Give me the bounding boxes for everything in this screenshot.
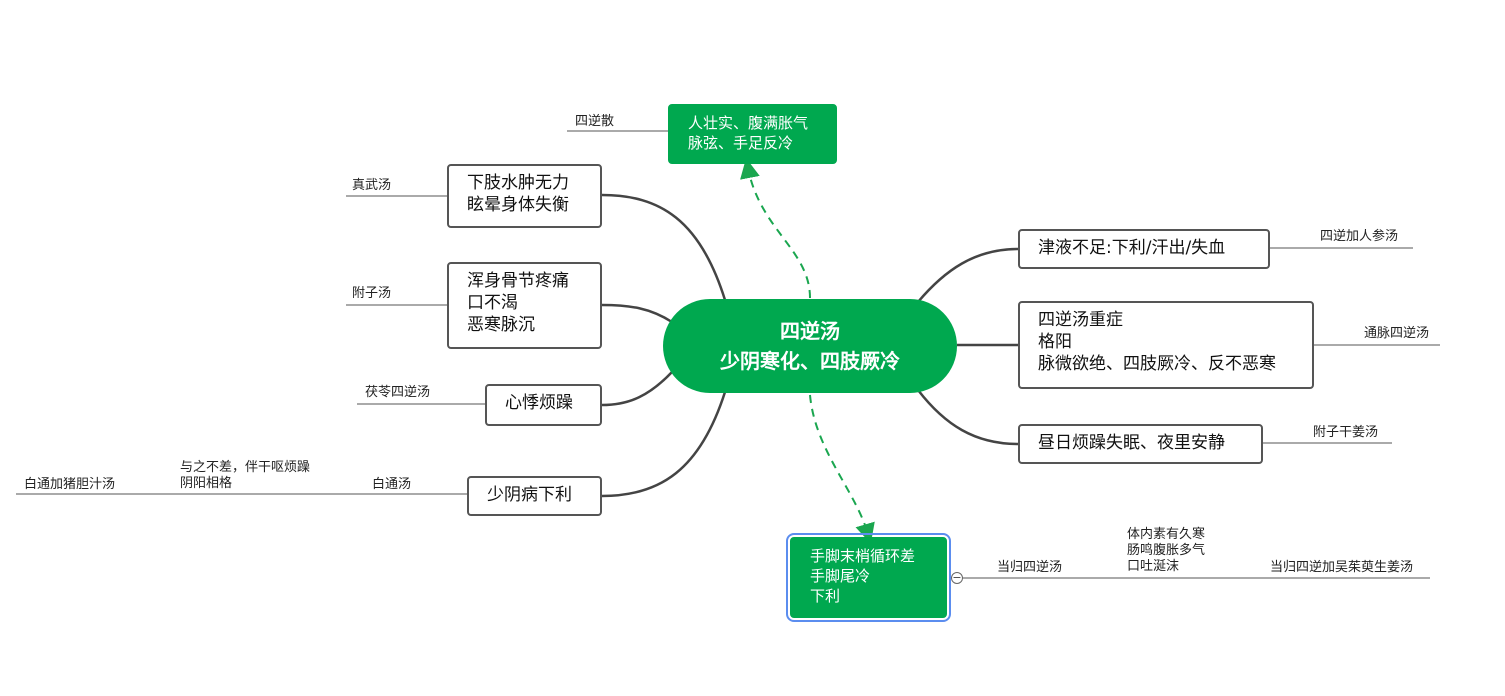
- relation-arrow-down: [809, 394, 875, 544]
- topic-left-1[interactable]: 下肢水肿无力 眩晕身体失衡: [447, 164, 602, 228]
- topic-left-2[interactable]: 浑身骨节疼痛 口不渴 恶寒脉沉: [447, 262, 602, 349]
- branch-line-left-3: [601, 371, 673, 407]
- topic-line: 手脚末梢循环差: [810, 547, 916, 565]
- label-zhenwu-tang[interactable]: 真武汤: [352, 178, 392, 193]
- label-danggui-sini-jia-wuzhuyu-shengjiang-tang[interactable]: 当归四逆加吴茱萸生姜汤: [1270, 560, 1414, 575]
- collapse-toggle-icon[interactable]: −: [951, 571, 963, 584]
- topic-line: 口不渴: [467, 293, 518, 313]
- topic-line: 浑身骨节疼痛: [467, 271, 569, 291]
- label-fuzi-ganjiang-tang[interactable]: 附子干姜汤: [1313, 425, 1379, 440]
- central-topic[interactable]: 四逆汤 少阴寒化、四肢厥冷: [663, 299, 957, 393]
- related-topic-bottom[interactable]: 手脚末梢循环差 手脚尾冷 下利: [786, 533, 951, 622]
- branch-line-right-3: [917, 389, 1019, 446]
- label-sini-san[interactable]: 四逆散: [575, 114, 615, 129]
- topic-right-1[interactable]: 津液不足:下利/汗出/失血: [1018, 229, 1270, 269]
- topic-line: 昼日烦躁失眠、夜里安静: [1038, 433, 1225, 453]
- topic-line: 脉弦、手足反冷: [688, 134, 794, 152]
- label-danggui-condition[interactable]: 体内素有久寒 肠鸣腹胀多气 口吐涎沫: [1127, 527, 1206, 574]
- label-baitong-condition[interactable]: 与之不差，伴干呕烦躁 阴阳相格: [180, 460, 311, 491]
- topic-line: 下利: [810, 587, 841, 605]
- topic-line: 眩晕身体失衡: [467, 195, 569, 215]
- topic-line: 四逆汤重症: [1038, 310, 1123, 330]
- topic-left-4[interactable]: 少阴病下利: [467, 476, 602, 516]
- central-topic-line-1: 四逆汤: [780, 319, 840, 343]
- topic-line: 恶寒脉沉: [467, 315, 535, 335]
- label-danggui-sini-tang[interactable]: 当归四逆汤: [997, 560, 1063, 575]
- topic-line: 少阴病下利: [487, 485, 572, 505]
- topic-line: 手脚尾冷: [810, 567, 871, 585]
- topic-right-2[interactable]: 四逆汤重症 格阳 脉微欲绝、四肢厥冷、反不恶寒: [1018, 301, 1314, 389]
- label-fuling-sini-tang[interactable]: 茯苓四逆汤: [365, 385, 431, 400]
- branch-line-left-2: [601, 303, 673, 324]
- topic-line: 下肢水肿无力: [467, 173, 569, 193]
- label-tongmai-sini-tang[interactable]: 通脉四逆汤: [1364, 326, 1430, 341]
- label-sini-jia-renshen-tang[interactable]: 四逆加人参汤: [1320, 229, 1399, 244]
- label-baitong-jia-zhudanzhi-tang[interactable]: 白通加猪胆汁汤: [24, 477, 116, 492]
- topic-right-3[interactable]: 昼日烦躁失眠、夜里安静: [1018, 424, 1263, 464]
- label-fuzi-tang[interactable]: 附子汤: [352, 286, 392, 301]
- topic-line: 津液不足:下利/汗出/失血: [1038, 238, 1226, 258]
- branch-line-left-4: [601, 391, 727, 498]
- topic-line: 格阳: [1038, 332, 1072, 352]
- topic-line: 人壮实、腹满胀气: [688, 114, 809, 132]
- topic-line: 心悸烦躁: [505, 393, 573, 413]
- label-baitong-tang[interactable]: 白通汤: [372, 477, 412, 492]
- related-topic-top[interactable]: 人壮实、腹满胀气 脉弦、手足反冷: [668, 104, 837, 164]
- branch-line-left-1: [601, 193, 727, 301]
- topic-line: 脉微欲绝、四肢厥冷、反不恶寒: [1038, 354, 1276, 374]
- branch-line-right-1: [917, 247, 1019, 303]
- relation-arrow-up: [740, 158, 811, 299]
- topic-left-3[interactable]: 心悸烦躁: [485, 384, 602, 426]
- central-topic-line-2: 少阴寒化、四肢厥冷: [720, 349, 900, 373]
